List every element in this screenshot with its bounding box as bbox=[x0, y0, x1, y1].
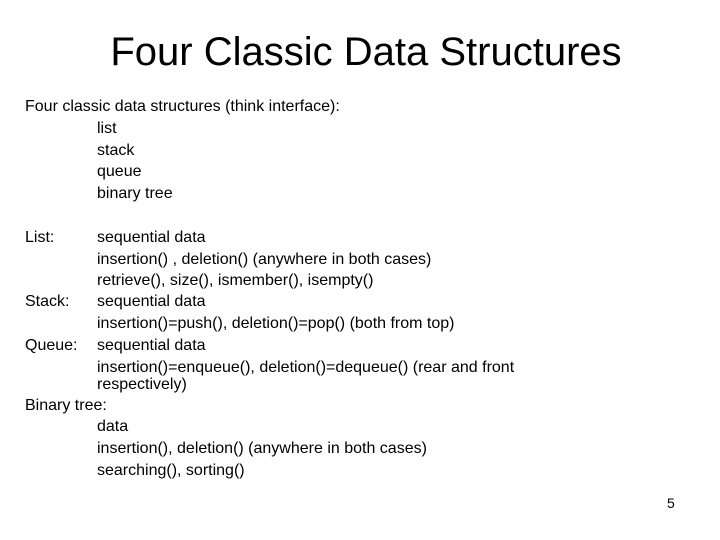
stack-line: sequential data bbox=[97, 293, 206, 310]
stack-label: Stack: bbox=[25, 293, 70, 310]
list-line: sequential data bbox=[97, 229, 206, 246]
intro-item-queue: queue bbox=[97, 163, 142, 180]
list-label: List: bbox=[25, 229, 55, 246]
binary-tree-line: searching(), sorting() bbox=[97, 462, 245, 479]
list-line: retrieve(), size(), ismember(), isempty(… bbox=[97, 272, 374, 289]
queue-label: Queue: bbox=[25, 337, 78, 354]
intro-item-list: list bbox=[97, 120, 117, 137]
intro-item-stack: stack bbox=[97, 142, 135, 159]
queue-line: insertion()=enqueue(), deletion()=dequeu… bbox=[97, 359, 515, 376]
list-line: insertion() , deletion() (anywhere in bo… bbox=[97, 251, 432, 268]
binary-tree-label: Binary tree: bbox=[25, 397, 107, 414]
queue-line: respectively) bbox=[97, 376, 187, 393]
page-number: 5 bbox=[667, 495, 675, 511]
intro-line: Four classic data structures (think inte… bbox=[25, 98, 340, 115]
binary-tree-line: insertion(), deletion() (anywhere in bot… bbox=[97, 440, 427, 457]
queue-line: sequential data bbox=[97, 337, 206, 354]
binary-tree-line: data bbox=[97, 418, 129, 435]
intro-item-binary-tree: binary tree bbox=[97, 185, 173, 202]
stack-line: insertion()=push(), deletion()=pop() (bo… bbox=[97, 315, 455, 332]
slide-title: Four Classic Data Structures bbox=[110, 30, 622, 74]
